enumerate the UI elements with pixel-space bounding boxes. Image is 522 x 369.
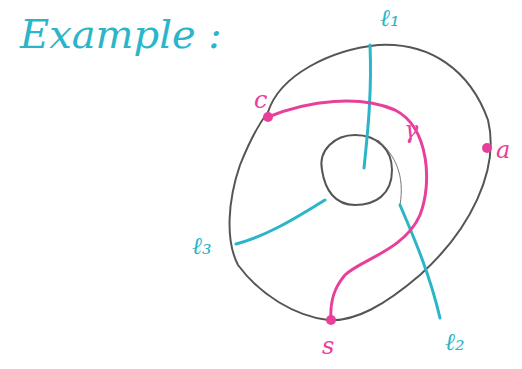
cut-line bbox=[364, 45, 371, 168]
curve-gamma bbox=[268, 101, 427, 320]
cut-line bbox=[400, 205, 440, 318]
line-label: ℓ₁ bbox=[380, 6, 400, 30]
inner-hole bbox=[321, 135, 392, 205]
line-label: ℓ₂ bbox=[445, 330, 465, 354]
outer-boundary bbox=[230, 45, 491, 320]
point-label: c bbox=[254, 88, 267, 112]
shading-curve bbox=[378, 140, 401, 205]
point-label: a bbox=[496, 138, 510, 162]
point bbox=[482, 143, 492, 153]
point bbox=[263, 112, 273, 122]
diagram-title: Example : bbox=[20, 14, 222, 54]
line-label: ℓ₃ bbox=[192, 234, 212, 258]
cut-line bbox=[236, 200, 325, 244]
point bbox=[326, 315, 336, 325]
point-label: s bbox=[322, 334, 334, 358]
curve-label: γ bbox=[404, 118, 418, 142]
